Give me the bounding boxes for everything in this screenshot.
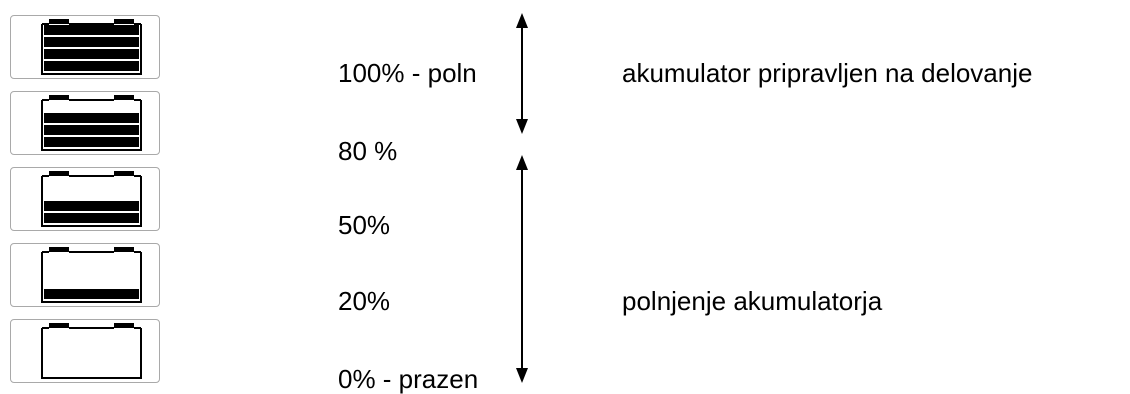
- battery-terminal: [114, 95, 134, 100]
- charge-bar: [44, 289, 139, 299]
- battery-terminal: [114, 171, 134, 176]
- battery-terminal: [114, 323, 134, 328]
- charge-bar: [44, 113, 139, 123]
- level-label-80: 80 %: [338, 136, 398, 166]
- battery-drawing: [41, 171, 142, 227]
- arrow-charging-range: [516, 155, 528, 383]
- description-charging: polnjenje akumulatorja: [622, 286, 883, 316]
- battery-drawing: [41, 247, 142, 303]
- battery-terminal: [49, 19, 69, 24]
- battery-icon-full: [10, 15, 160, 79]
- level-label-0: 0% - prazen: [338, 364, 479, 394]
- battery-terminal: [49, 171, 69, 176]
- battery-terminal: [49, 323, 69, 328]
- charge-bar: [44, 25, 139, 35]
- charge-bar: [44, 125, 139, 135]
- battery-terminal: [49, 247, 69, 252]
- description-ready: akumulator pripravljen na delovanje: [622, 58, 1033, 88]
- arrow-ready-range: [516, 13, 528, 134]
- charge-bar: [44, 49, 139, 59]
- battery-drawing: [41, 323, 142, 379]
- battery-drawing: [41, 95, 142, 151]
- level-label-50: 50%: [338, 210, 391, 240]
- level-label-100: 100% - poln: [338, 58, 477, 88]
- battery-body: [41, 99, 142, 151]
- charge-bar: [44, 37, 139, 47]
- battery-icon-empty: [10, 319, 160, 383]
- level-label-20: 20%: [338, 286, 391, 316]
- charge-bar: [44, 213, 139, 223]
- battery-body: [41, 175, 142, 227]
- battery-drawing: [41, 19, 142, 75]
- battery-icon-80: [10, 91, 160, 155]
- battery-icon-20: [10, 243, 160, 307]
- charge-bar: [44, 61, 139, 71]
- battery-terminal: [114, 19, 134, 24]
- charge-bar: [44, 137, 139, 147]
- battery-body: [41, 251, 142, 303]
- battery-terminal: [49, 95, 69, 100]
- battery-icon-50: [10, 167, 160, 231]
- charge-bar: [44, 201, 139, 211]
- battery-terminal: [114, 247, 134, 252]
- battery-body: [41, 327, 142, 379]
- battery-body: [41, 23, 142, 75]
